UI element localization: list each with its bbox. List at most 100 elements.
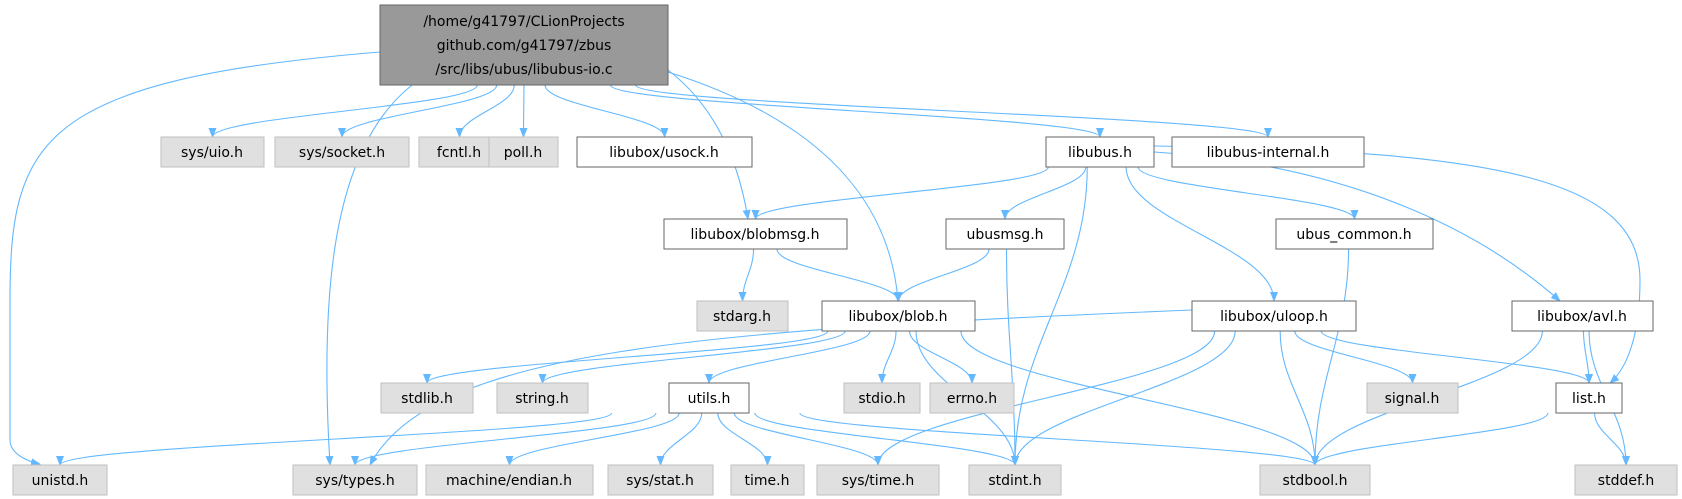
svg-text:unistd.h: unistd.h (32, 473, 89, 489)
node-stdarg: stdarg.h (696, 300, 789, 332)
edge-uloop-to-signal (1294, 330, 1417, 384)
node-stddef: stddef.h (1574, 464, 1678, 496)
node-ubusmsg: ubusmsg.h (945, 218, 1065, 250)
svg-text:libubox/blob.h: libubox/blob.h (848, 309, 947, 325)
root-line-3: /src/libs/ubus/libubus-io.c (435, 62, 612, 78)
node-libubus: libubus.h (1045, 136, 1155, 168)
edge-libubus-to-blobmsg (751, 166, 1049, 220)
edge-blob-to-string (538, 330, 846, 384)
edge-uloop-to-stdint (1011, 330, 1236, 466)
edge-blob-to-stdbool (960, 330, 1319, 466)
edge-blob-to-stdio (878, 330, 897, 384)
svg-text:libubox/avl.h: libubox/avl.h (1537, 309, 1627, 325)
node-stdio: stdio.h (843, 382, 921, 414)
edge-ubusmsg-to-stdint (1005, 248, 1019, 466)
svg-text:stdint.h: stdint.h (988, 473, 1041, 489)
edge-utils-to-sys_time (733, 412, 882, 466)
svg-text:libubox/uloop.h: libubox/uloop.h (1220, 309, 1328, 325)
node-sys-time: sys/time.h (816, 464, 940, 496)
svg-text:time.h: time.h (745, 473, 790, 489)
edge-blobmsg-to-blob (776, 248, 903, 302)
edge-root-to-sys_socket (338, 84, 498, 138)
node-libubox-avl: libubox/avl.h (1511, 300, 1654, 332)
svg-text:utils.h: utils.h (688, 391, 731, 407)
node-root: /home/g41797/CLionProjects github.com/g4… (379, 4, 669, 86)
edge-root-to-libubus (609, 84, 1104, 138)
svg-text:poll.h: poll.h (504, 145, 543, 161)
edge-uloop-to-stdbool (1279, 330, 1319, 466)
node-fcntl: fcntl.h (418, 136, 501, 168)
edge-root-to-sys_uio (208, 84, 478, 138)
edge-blob-to-errno (908, 330, 976, 384)
edge-libubus-to-ubusmsg (1001, 166, 1087, 220)
node-stdbool: stdbool.h (1259, 464, 1371, 496)
edge-blob-to-stdlib (423, 330, 829, 384)
svg-text:sys/stat.h: sys/stat.h (626, 473, 694, 489)
edge-uloop-to-sys_time (874, 330, 1216, 466)
svg-text:stddef.h: stddef.h (1598, 473, 1654, 489)
node-libubox-blobmsg: libubox/blobmsg.h (663, 218, 848, 250)
edge-utils-to-unistd (56, 412, 613, 466)
edge-root-to-usock (544, 84, 669, 138)
edge-utils-to-sys_stat (656, 412, 703, 466)
node-ubus-common: ubus_common.h (1275, 218, 1434, 250)
svg-text:sys/socket.h: sys/socket.h (299, 145, 385, 161)
edge-utils-to-stdint (754, 412, 1019, 466)
svg-text:ubus_common.h: ubus_common.h (1296, 227, 1411, 243)
edge-avl-to-list (1582, 330, 1593, 384)
svg-text:stdarg.h: stdarg.h (713, 309, 771, 325)
edge-utils-to-time (717, 412, 772, 466)
node-stdint: stdint.h (968, 464, 1062, 496)
edge-utils-to-machine_endian (505, 412, 680, 466)
node-machine-endian: machine/endian.h (425, 464, 594, 496)
node-errno: errno.h (929, 382, 1015, 414)
edge-ubusmsg-to-blob (894, 248, 990, 302)
edge-utils-to-stdbool (799, 412, 1319, 466)
svg-text:fcntl.h: fcntl.h (437, 145, 481, 161)
svg-text:stdio.h: stdio.h (858, 391, 905, 407)
svg-text:sys/time.h: sys/time.h (842, 473, 915, 489)
node-signal: signal.h (1366, 382, 1459, 414)
edge-list-to-stdbool (1311, 412, 1549, 466)
nodes-layer: /home/g41797/CLionProjects github.com/g4… (12, 4, 1678, 496)
svg-text:ubusmsg.h: ubusmsg.h (966, 227, 1043, 243)
node-string: string.h (496, 382, 589, 414)
node-poll: poll.h (488, 136, 559, 168)
svg-text:sys/types.h: sys/types.h (315, 473, 394, 489)
svg-text:libubox/blobmsg.h: libubox/blobmsg.h (691, 227, 820, 243)
root-line-1: /home/g41797/CLionProjects (423, 14, 624, 30)
edge-root-to-blob (667, 71, 902, 302)
node-libubox-blob: libubox/blob.h (821, 300, 976, 332)
node-libubox-usock: libubox/usock.h (576, 136, 753, 168)
edge-uloop-to-sys_types (369, 309, 1193, 466)
edge-libubus-to-list (1153, 145, 1641, 384)
svg-text:machine/endian.h: machine/endian.h (446, 473, 572, 489)
edge-uloop-to-list (1320, 330, 1593, 384)
svg-text:libubus.h: libubus.h (1068, 145, 1132, 161)
svg-text:libubox/usock.h: libubox/usock.h (609, 145, 718, 161)
edge-ubus_common-to-stdbool (1311, 248, 1350, 466)
edge-blobmsg-to-stdarg (738, 248, 755, 302)
node-utils: utils.h (668, 382, 750, 414)
node-sys-socket: sys/socket.h (274, 136, 410, 168)
node-sys-types: sys/types.h (292, 464, 418, 496)
svg-text:list.h: list.h (1572, 391, 1606, 407)
root-line-2: github.com/g41797/zbus (437, 38, 612, 54)
edge-utils-to-sys_types (351, 412, 657, 466)
svg-text:string.h: string.h (515, 391, 569, 407)
edge-root-to-sys_types (325, 84, 413, 466)
edges-layer (9, 51, 1641, 467)
svg-text:stdbool.h: stdbool.h (1283, 473, 1348, 489)
edge-blob-to-utils (705, 330, 871, 384)
svg-text:signal.h: signal.h (1385, 391, 1440, 407)
edge-list-to-stddef (1594, 412, 1630, 466)
edge-root-to-unistd (9, 51, 381, 467)
node-sys-stat: sys/stat.h (607, 464, 714, 496)
node-unistd: unistd.h (12, 464, 108, 496)
edge-root-to-fcntl (455, 84, 515, 138)
node-list: list.h (1555, 382, 1623, 414)
edge-root-to-libubus_internal (635, 84, 1272, 138)
svg-text:sys/uio.h: sys/uio.h (181, 145, 243, 161)
node-libubus-internal: libubus-internal.h (1171, 136, 1365, 168)
